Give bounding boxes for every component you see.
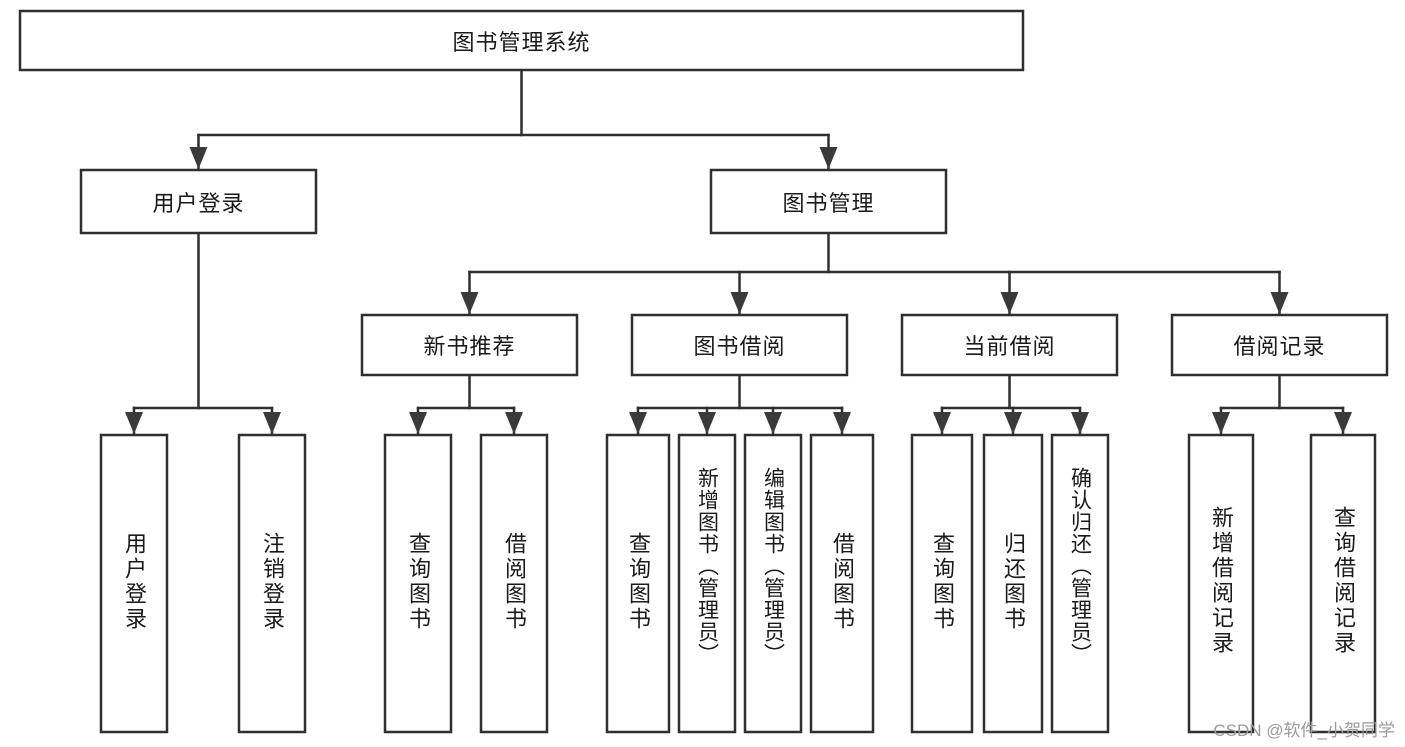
arrowhead-root-to-book-management [819, 147, 838, 169]
arrowhead-user-login-to-leaf-logout [263, 412, 281, 434]
node-box-book-management [709, 168, 948, 235]
node-box-leaf-logout [237, 433, 307, 734]
arrowhead-book-borrow-to-leaf-borrow-book [833, 412, 851, 434]
node-box-book-borrow [630, 313, 849, 377]
arrowhead-current-borrow-to-leaf-confirm-return [1071, 412, 1089, 434]
node-box-leaf-query-book [605, 433, 671, 734]
arrowhead-current-borrow-to-leaf-query-book-cur [933, 412, 951, 434]
arrowhead-current-borrow-to-leaf-return-book [1004, 412, 1022, 434]
arrowhead-borrow-record-to-leaf-query-record [1334, 412, 1352, 434]
arrowhead-borrow-record-to-leaf-add-record [1212, 412, 1230, 434]
node-box-leaf-borrow-book-rec [479, 433, 549, 734]
node-box-leaf-query-book-cur [910, 433, 974, 734]
node-box-leaf-add-book [677, 433, 737, 734]
arrowhead-user-login-to-leaf-user-login [125, 412, 143, 434]
arrowhead-book-borrow-to-leaf-add-book [698, 412, 716, 434]
node-box-leaf-query-record [1309, 433, 1377, 734]
node-box-leaf-edit-book [743, 433, 803, 734]
node-box-leaf-add-record [1187, 433, 1255, 734]
arrowhead-new-book-recommend-to-leaf-query-book-rec [409, 412, 427, 434]
node-box-new-book-recommend [360, 313, 579, 377]
arrowhead-book-borrow-to-leaf-query-book [629, 412, 647, 434]
node-box-root [18, 9, 1025, 72]
node-box-leaf-return-book [982, 433, 1044, 734]
arrowhead-bookmgmt-to-borrow-record [1270, 292, 1289, 314]
node-box-current-borrow [900, 313, 1119, 377]
connector-layer [125, 68, 1352, 435]
node-box-layer [18, 9, 1389, 734]
node-box-user-login [79, 168, 318, 235]
arrowhead-bookmgmt-to-book-borrow [730, 292, 749, 314]
node-box-leaf-borrow-book [809, 433, 875, 734]
node-box-leaf-user-login [99, 433, 169, 734]
arrowhead-root-to-user-login [189, 147, 208, 169]
watermark-text: CSDN @软件_小贺同学 [1213, 721, 1395, 740]
arrowhead-bookmgmt-to-new-book-recommend [460, 292, 479, 314]
node-box-borrow-record [1170, 313, 1389, 377]
node-box-leaf-confirm-return [1050, 433, 1110, 734]
node-box-leaf-query-book-rec [383, 433, 453, 734]
arrowhead-book-borrow-to-leaf-edit-book [764, 412, 782, 434]
arrowhead-new-book-recommend-to-leaf-borrow-book-rec [505, 412, 523, 434]
arrowhead-bookmgmt-to-current-borrow [1000, 292, 1019, 314]
